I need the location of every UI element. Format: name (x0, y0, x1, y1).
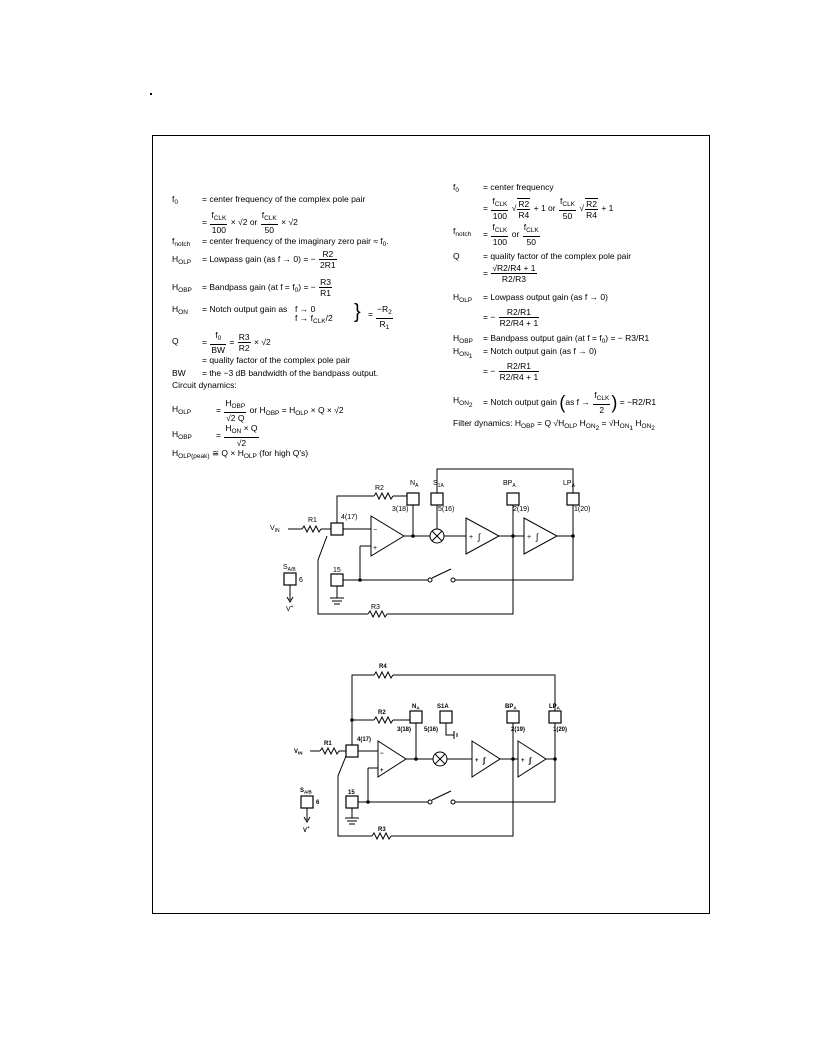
c2-pin-4 (345, 744, 359, 758)
c1-pin-2 (506, 492, 520, 506)
c1-pin6-label: 6 (299, 577, 303, 584)
c1-pin15-label: 15 (333, 567, 341, 574)
c1-r1-label: R1 (308, 517, 317, 524)
c2-r4-label: R4 (379, 664, 387, 670)
page-dot (150, 93, 152, 95)
c2-pin-6 (300, 795, 314, 809)
circuit2-nodes (350, 718, 557, 804)
c2-na-label: NA (412, 704, 420, 711)
c2-vin-label: VIN (294, 749, 303, 756)
document-frame (152, 135, 710, 914)
c1-int2-symbol: ∫ (535, 532, 540, 542)
left-hon-row: HON = Notch output gain as f → 0 f → fCL… (172, 301, 393, 331)
c1-pin-3 (406, 492, 420, 506)
right-hon1-row: HON1 = Notch output gain (as f → 0) (453, 346, 597, 360)
c1-vin-label: VIN (270, 525, 280, 534)
circuit1-nodes (358, 534, 575, 582)
circuit2-pins (300, 710, 562, 809)
c2-pin-15 (345, 795, 359, 809)
c2-vplus-label: V+ (303, 825, 310, 834)
c1-bpa-label: BPA (503, 480, 516, 489)
c2-bpa-label: BPA (505, 704, 517, 711)
c1-pin-5 (430, 492, 444, 506)
c1-pin-4 (330, 522, 344, 536)
c2-op-plus: + (380, 768, 384, 774)
right-f0-row: f0 = center frequency (453, 182, 554, 194)
c2-op-minus: − (380, 751, 384, 757)
c2-pin2-label: 2(19) (511, 727, 525, 733)
c1-pin-6 (283, 572, 297, 586)
left-bw-row: BW = the −3 dB bandwidth of the bandpass… (172, 368, 379, 378)
left-fnotch-row: fnotch = center frequency of the imagina… (172, 236, 389, 248)
c1-pin1-label: 1(20) (574, 506, 590, 513)
c1-na-label: NA (410, 480, 419, 489)
c2-pin6-label: 6 (316, 800, 320, 806)
c1-r2-label: R2 (375, 485, 384, 492)
c2-pin3-label: 3(18) (397, 727, 411, 733)
c2-r3-label: R3 (378, 827, 386, 833)
c1-s1a-label: S1A (433, 480, 444, 489)
c2-r1-label: R1 (324, 741, 332, 747)
right-hobp-row: HOBP = Bandpass output gain (at f = f0) … (453, 333, 650, 345)
c1-lpa-label: LPA (563, 480, 576, 489)
c1-int2-plus: + (527, 534, 531, 541)
c1-vplus-label: V+ (286, 604, 294, 613)
c2-pin1-label: 1(20) (553, 727, 567, 733)
right-holp-row: HOLP = Lowpass output gain (as f → 0) (453, 292, 608, 304)
c2-int2-plus: + (521, 758, 525, 764)
c2-pin5-label: 5(16) (424, 727, 438, 733)
left-circuit-dynamics: Circuit dynamics: (172, 380, 237, 390)
circuit2-labels: R4 R2 R1 R3 VIN NA S1A BPA LPA SA/B V+ 4… (294, 664, 567, 834)
c1-pin-1 (566, 492, 580, 506)
right-filter-dynamics: Filter dynamics: HOBP = Q √HOLP HON2 = √… (453, 418, 655, 432)
circuit2-wires (303, 670, 556, 841)
c2-pin15-label: 15 (348, 790, 355, 796)
circuit1-pins (283, 492, 580, 587)
c1-pin5-label: 5(16) (438, 506, 454, 513)
right-q-row: Q = quality factor of the complex pole p… (453, 251, 632, 261)
circuit1-labels: R2 R1 R3 VIN NA S1A BPA LPA SA/B V+ 4(17… (270, 480, 590, 613)
c2-pin-2 (506, 710, 520, 724)
c1-op-plus: + (373, 545, 377, 552)
c2-pin-1 (548, 710, 562, 724)
left-holp2-row: HOLP = HOBP√2 Q or HOBP = HOLP × Q × √2 (172, 398, 344, 423)
c2-pin-3 (409, 710, 423, 724)
c1-pin-15 (330, 573, 344, 587)
c1-pin3-label: 3(18) (392, 506, 408, 513)
left-hobp2-row: HOBP = HON × Q√2 (172, 423, 259, 448)
c2-int1-symbol: ∫ (482, 756, 486, 765)
c2-int1-plus: + (475, 758, 479, 764)
left-f0-row: f0 = center frequency of the complex pol… (172, 194, 366, 206)
c1-pin2-label: 2(19) (513, 506, 529, 513)
c2-sab-label: SA/B (300, 788, 313, 795)
c2-int2-symbol: ∫ (528, 756, 532, 765)
c2-s1a-label: S1A (437, 704, 449, 710)
c2-r2-label: R2 (378, 710, 386, 716)
c2-lpa-label: LPA (549, 704, 561, 711)
left-q-def: = quality factor of the complex pole pai… (202, 355, 351, 365)
left-holppeak-row: HOLP(peak) ≅ Q × HOLP (for high Q's) (172, 448, 309, 460)
c1-r3-label: R3 (371, 604, 380, 611)
c2-pin-5 (439, 710, 453, 724)
c1-sab-label: SA/B (283, 564, 296, 573)
c1-pin4-label: 4(17) (341, 514, 357, 521)
c2-pin4-label: 4(17) (357, 737, 371, 743)
c1-int1-plus: + (469, 534, 473, 541)
c1-int1-symbol: ∫ (477, 532, 482, 542)
c1-op-minus: − (373, 527, 377, 534)
